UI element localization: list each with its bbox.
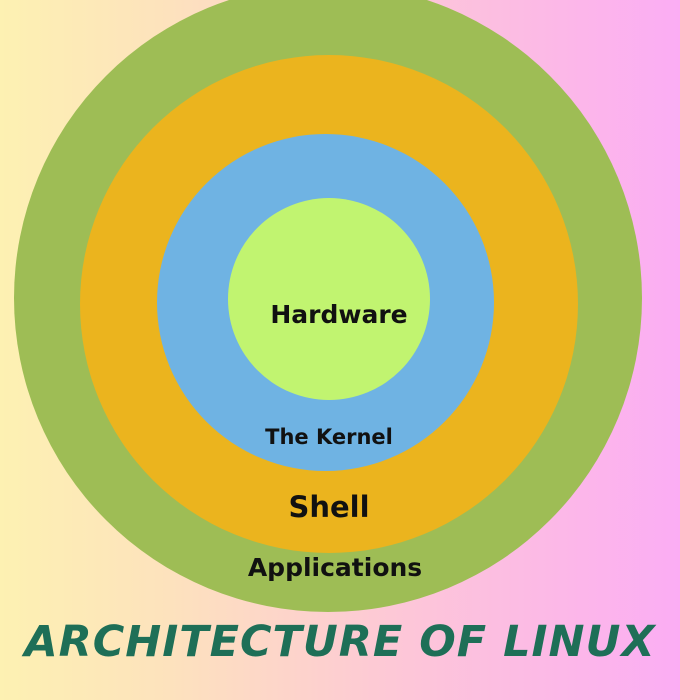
hardware-label: Hardware	[270, 300, 408, 329]
diagram-title: ARCHITECTURE OF LINUX	[24, 617, 656, 667]
hardware-circle	[228, 198, 430, 400]
applications-label: Applications	[247, 553, 423, 582]
kernel-label: The Kernel	[265, 425, 393, 449]
shell-label: Shell	[288, 490, 370, 524]
